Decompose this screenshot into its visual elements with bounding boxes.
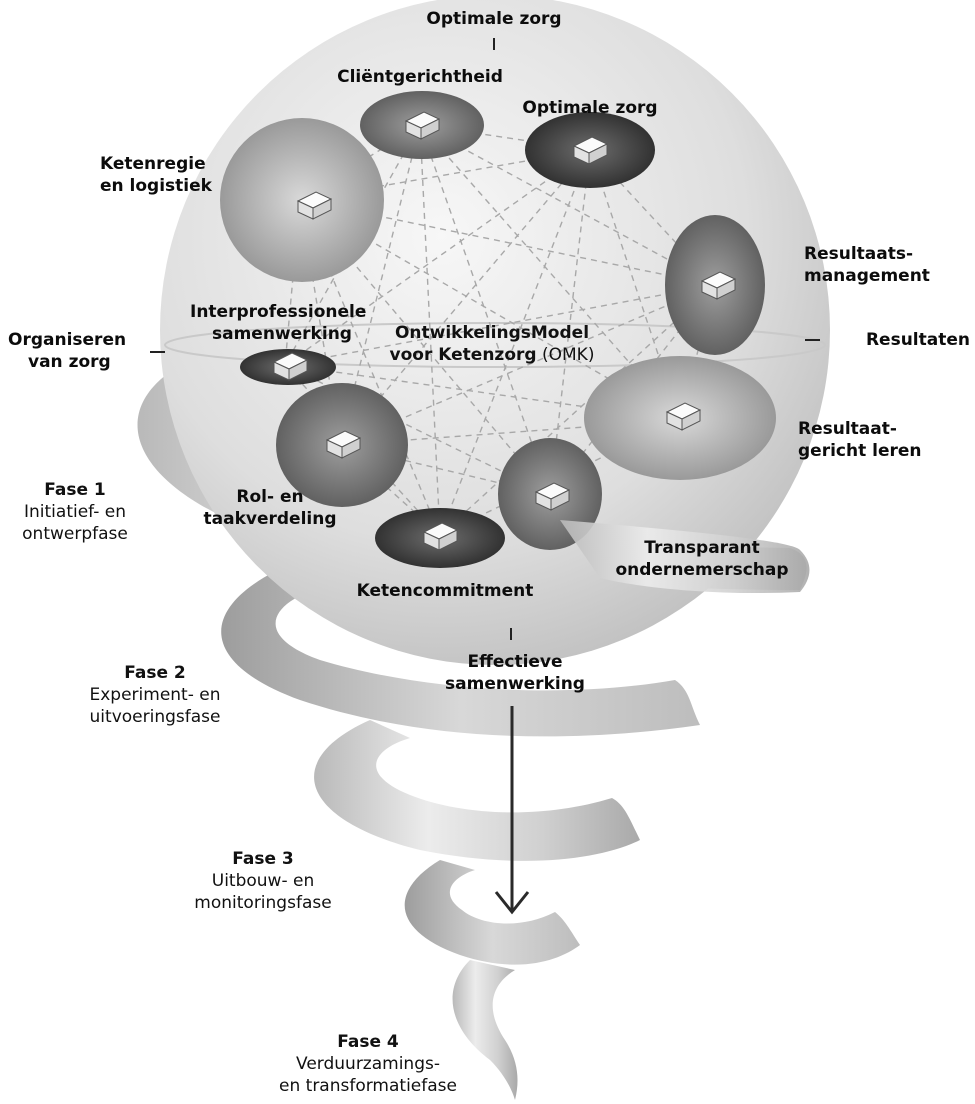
label-rol: Rol- en taakverdeling <box>200 486 340 530</box>
axis-top-label: Optimale zorg <box>394 8 594 30</box>
label-ketencommitment: Ketencommitment <box>345 580 545 602</box>
label-transparant: Transparant ondernemerschap <box>602 537 802 581</box>
phase-2: Fase 2 Experiment- en uitvoeringsfase <box>70 662 240 728</box>
label-ketenregie: Ketenregie en logistiek <box>100 153 212 197</box>
label-interprofessionele: Interprofessionele samenwerking <box>190 301 366 345</box>
axis-bottom-label: Effectieve samenwerking <box>430 651 600 695</box>
model-title: OntwikkelingsModel voor Ketenzorg (OMK) <box>372 322 612 366</box>
axis-left-label: Organiseren van zorg <box>8 329 126 373</box>
label-optimale-zorg: Optimale zorg <box>500 97 680 119</box>
label-resultaatsmanagement: Resultaats- management <box>804 243 930 287</box>
phase-1: Fase 1 Initiatief- en ontwerpfase <box>0 479 150 545</box>
label-clientgerichtheid: Cliëntgerichtheid <box>305 66 535 88</box>
phase-4: Fase 4 Verduurzamings- en transformatief… <box>268 1031 468 1097</box>
down-arrow-icon <box>496 706 528 912</box>
phase-3: Fase 3 Uitbouw- en monitoringsfase <box>178 848 348 914</box>
label-resultaatgericht: Resultaat- gericht leren <box>798 418 922 462</box>
axis-right-label: Resultaten <box>828 329 970 351</box>
